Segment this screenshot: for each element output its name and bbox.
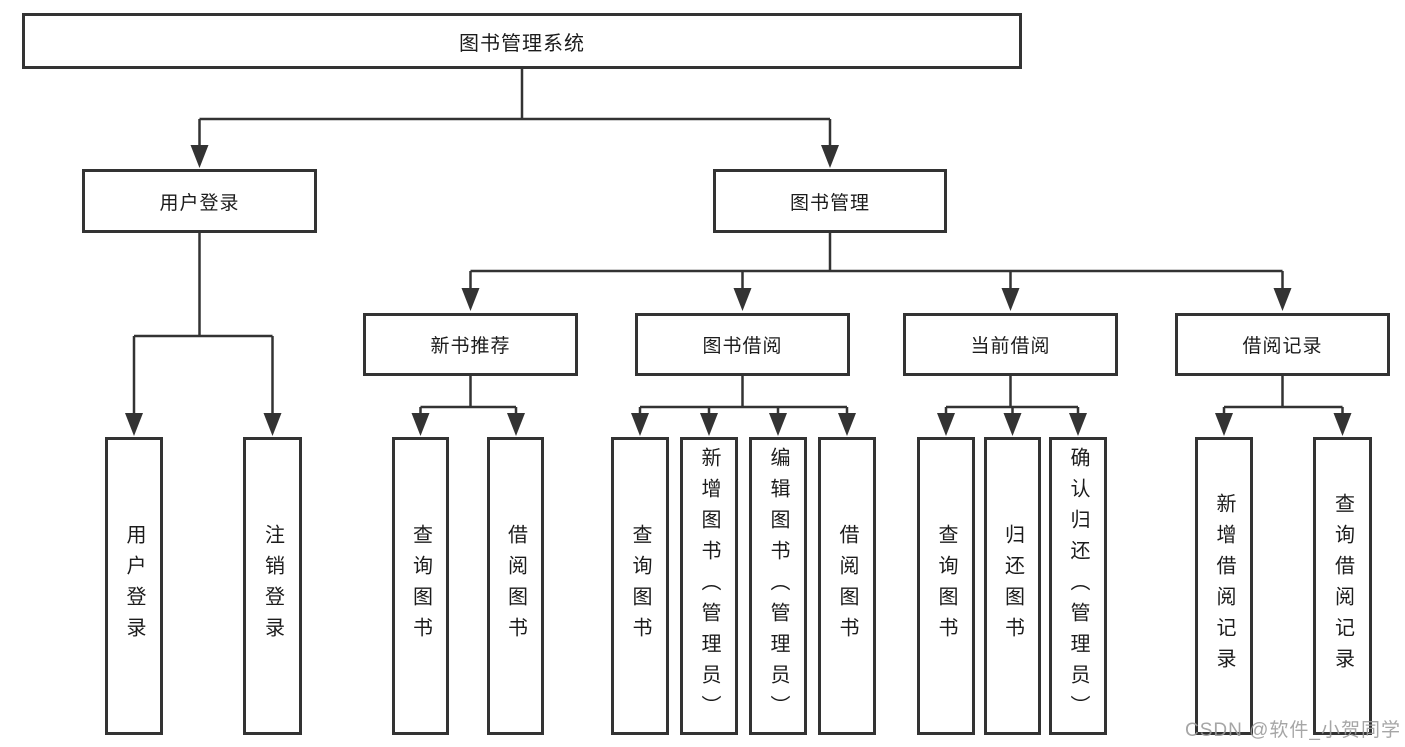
- node-label: 借阅图书: [504, 524, 527, 648]
- node-library-management-system: 图书管理系统: [22, 13, 1022, 69]
- node-label: 查询借阅记录: [1331, 493, 1354, 679]
- node-label: 查询图书: [935, 524, 957, 648]
- leaf-borrow-books: 借阅图书: [818, 437, 876, 735]
- leaf-borrow-books-recommend: 借阅图书: [487, 437, 544, 735]
- node-label: 用户登录: [123, 524, 145, 648]
- node-label: 查询图书: [409, 524, 432, 648]
- leaf-return-books: 归还图书: [984, 437, 1041, 735]
- node-label: 图书管理: [789, 192, 870, 214]
- leaf-edit-books-admin: 编辑图书（管理员）: [749, 437, 807, 735]
- node-label: 图书借阅: [702, 336, 783, 357]
- node-label: 归还图书: [1001, 524, 1024, 648]
- node-label: 新书推荐: [430, 336, 511, 357]
- leaf-add-books-admin: 新增图书（管理员）: [680, 437, 738, 735]
- leaf-logout: 注销登录: [243, 437, 302, 735]
- node-label: 查询图书: [629, 524, 651, 648]
- leaf-query-books-current: 查询图书: [917, 437, 975, 735]
- leaf-confirm-return-admin: 确认归还（管理员）: [1049, 437, 1107, 735]
- node-label: 借阅记录: [1242, 336, 1323, 357]
- leaf-add-borrow-record: 新增借阅记录: [1195, 437, 1253, 735]
- node-book-borrow: 图书借阅: [635, 313, 850, 376]
- node-label: 新增图书（管理员）: [698, 446, 720, 726]
- leaf-query-books-recommend: 查询图书: [392, 437, 449, 735]
- node-book-management: 图书管理: [713, 169, 947, 233]
- node-current-borrow: 当前借阅: [903, 313, 1118, 376]
- node-label: 新增借阅记录: [1213, 493, 1235, 679]
- csdn-watermark: CSDN @软件_小贺同学: [1185, 720, 1401, 741]
- leaf-query-borrow-record: 查询借阅记录: [1313, 437, 1372, 735]
- node-label: 图书管理系统: [459, 32, 585, 55]
- leaf-user-login: 用户登录: [105, 437, 163, 735]
- node-label: 编辑图书（管理员）: [767, 446, 789, 726]
- node-label: 注销登录: [261, 524, 284, 648]
- node-user-login: 用户登录: [82, 169, 317, 233]
- leaf-query-books-borrow: 查询图书: [611, 437, 669, 735]
- node-label: 当前借阅: [970, 336, 1051, 357]
- node-new-book-recommend: 新书推荐: [363, 313, 578, 376]
- node-borrow-records: 借阅记录: [1175, 313, 1390, 376]
- node-label: 用户登录: [159, 192, 240, 214]
- node-label: 借阅图书: [836, 524, 858, 648]
- node-label: 确认归还（管理员）: [1067, 446, 1089, 726]
